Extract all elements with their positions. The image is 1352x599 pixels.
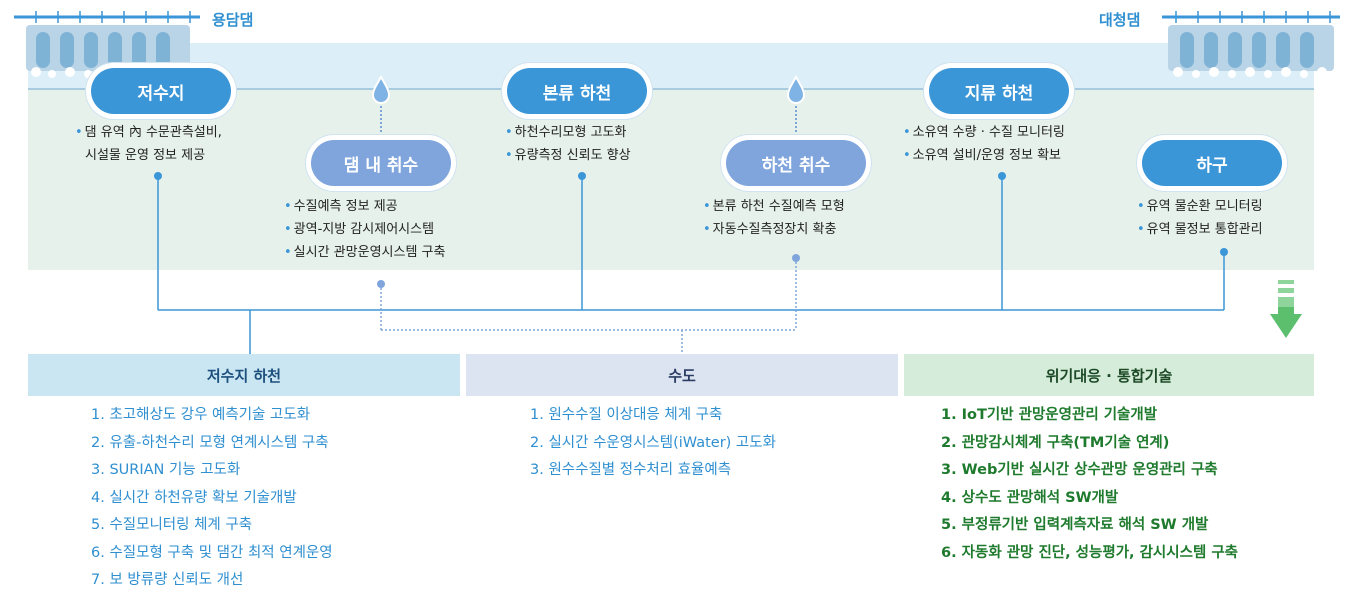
list-item: 1. 초고해상도 강우 예측기술 고도화: [91, 407, 311, 423]
list-item: 2. 유출-하천수리 모형 연계시스템 구축: [91, 434, 329, 451]
right-dam-icon: [1162, 11, 1340, 78]
reservoir-bullets: •댐 유역 內 수문관측설비, 시설물 운영 정보 제공: [75, 125, 222, 163]
node-dam-intake: 댐 내 취수: [311, 140, 451, 186]
left-dam-label: 용담댐: [212, 11, 254, 29]
bullet-text: 자동수질측정장치 확충: [712, 222, 837, 237]
list-item: 6. 수질모형 구축 및 댐간 최적 연계운영: [91, 544, 333, 561]
list-item: 4. 상수도 관망해석 SW개발: [941, 489, 1119, 506]
category-header-reservoir-river: 저수지 하천: [28, 354, 460, 396]
list-item: 6. 자동화 관망 진단, 성능평가, 감시시스템 구축: [941, 544, 1239, 561]
water-drop-icon-2: [786, 74, 806, 104]
river-intake-bullets: •본류 하천 수질예측 모형 •자동수질측정장치 확충: [703, 199, 845, 237]
node-river-intake: 하천 취수: [726, 140, 866, 186]
dam-intake-bullets: •수질예측 정보 제공 •광역-지방 감시제어시스템 •실시간 관망운영시스템 …: [284, 199, 446, 260]
estuary-bullets: •유역 물순환 모니터링 •유역 물정보 통합관리: [1137, 199, 1263, 237]
node-reservoir: 저수지: [91, 68, 231, 114]
bullet-text: 하천수리모형 고도화: [514, 125, 627, 140]
tributary-bullets: •소유역 수량 · 수질 모니터링 •소유역 설비/운영 정보 확보: [903, 125, 1065, 163]
bullet-text: 유량측정 신뢰도 향상: [514, 148, 631, 163]
left-dam-icon: [14, 11, 200, 78]
bullet-text: 실시간 관망운영시스템 구축: [293, 245, 446, 260]
list-item: 4. 실시간 하천유량 확보 기술개발: [91, 489, 297, 506]
category-header-crisis-integration: 위기대응 · 통합기술: [904, 354, 1314, 396]
bullet-text: 수질예측 정보 제공: [293, 199, 398, 214]
category-header-water-supply: 수도: [466, 354, 898, 396]
list-item: 5. 수질모니터링 체계 구축: [91, 517, 253, 533]
right-dam-label: 대청댐: [1099, 11, 1141, 29]
list-item: 1. 원수수질 이상대응 체계 구축: [530, 407, 723, 423]
bullet-text: 광역-지방 감시제어시스템: [293, 222, 435, 237]
list-item: 7. 보 방류량 신뢰도 개선: [91, 572, 244, 588]
list-item: 3. SURIAN 기능 고도화: [91, 462, 241, 478]
node-estuary: 하구: [1142, 140, 1282, 186]
river-band: [28, 43, 1314, 89]
list-item: 3. Web기반 실시간 상수관망 운영관리 구축: [941, 462, 1218, 478]
list-item: 2. 관망감시체계 구축(TM기술 연계): [941, 434, 1170, 451]
bullet-text: 소유역 수량 · 수질 모니터링: [912, 125, 1065, 140]
basin-area: [28, 89, 1314, 270]
river-line: [28, 88, 1314, 90]
category-list-water-supply: 1. 원수수질 이상대응 체계 구축 2. 실시간 수운영시스템(iWater)…: [530, 402, 776, 485]
water-drop-icon-1: [371, 74, 391, 104]
category-list-reservoir-river: 1. 초고해상도 강우 예측기술 고도화 2. 유출-하천수리 모형 연계시스템…: [91, 402, 333, 595]
bullet-text: 시설물 운영 정보 제공: [85, 148, 206, 163]
bullet-text: 댐 유역 內 수문관측설비,: [84, 125, 222, 140]
main-river-bullets: •하천수리모형 고도화 •유량측정 신뢰도 향상: [505, 125, 631, 163]
list-item: 3. 원수수질별 정수처리 효율예측: [530, 462, 732, 478]
list-item: 5. 부정류기반 입력계측자료 해석 SW 개발: [941, 517, 1209, 533]
node-main-river: 본류 하천: [507, 68, 647, 114]
list-item: 1. IoT기반 관망운영관리 기술개발: [941, 407, 1158, 423]
list-item: 2. 실시간 수운영시스템(iWater) 고도화: [530, 434, 776, 451]
bullet-text: 유역 물정보 통합관리: [1146, 222, 1263, 237]
bullet-text: 본류 하천 수질예측 모형: [712, 199, 845, 214]
bullet-text: 유역 물순환 모니터링: [1146, 199, 1263, 214]
category-list-crisis-integration: 1. IoT기반 관망운영관리 기술개발 2. 관망감시체계 구축(TM기술 연…: [941, 402, 1238, 567]
bullet-text: 소유역 설비/운영 정보 확보: [912, 148, 1062, 163]
node-tributary: 지류 하천: [929, 68, 1069, 114]
down-arrow-icon: [1270, 280, 1302, 338]
